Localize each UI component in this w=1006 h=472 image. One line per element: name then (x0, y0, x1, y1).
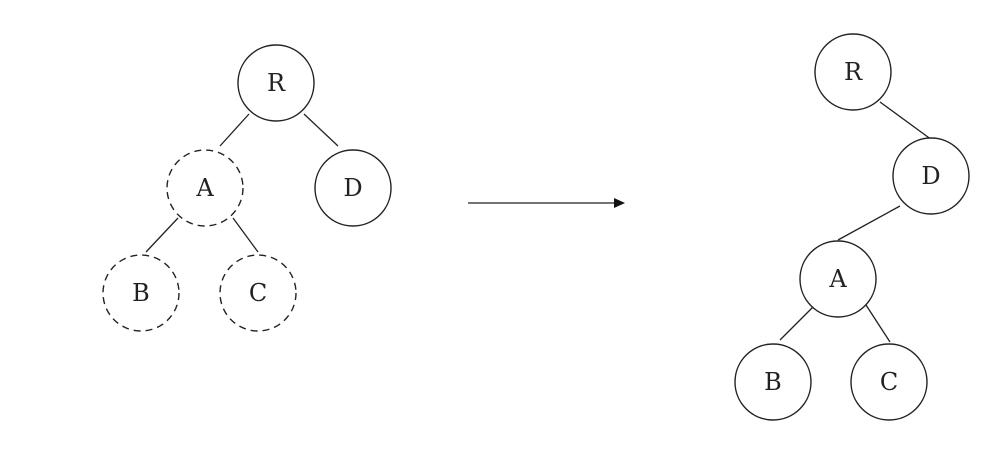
before-node-b: B (102, 254, 180, 332)
before-node-r: R (237, 44, 315, 122)
after-node-c-label: C (880, 368, 898, 396)
after-node-d: D (892, 137, 970, 215)
before-node-d: D (314, 149, 392, 227)
before-node-c-label: C (249, 279, 267, 307)
transform-arrow (468, 198, 625, 208)
after-tree: R D A B C (734, 33, 970, 421)
after-node-a-label: A (828, 265, 847, 293)
before-edge-r-d (303, 113, 339, 147)
after-edge-a-b (779, 304, 816, 341)
before-node-a-label: A (195, 174, 214, 202)
after-edge-d-a (837, 205, 901, 241)
after-node-c: C (850, 343, 928, 421)
after-node-d-label: D (921, 162, 940, 190)
after-edge-a-c (865, 304, 891, 343)
before-node-r-label: R (267, 69, 286, 97)
before-node-a: A (166, 149, 244, 227)
before-edge-a-b (145, 217, 179, 253)
before-node-d-label: D (343, 174, 362, 202)
before-edge-a-c (232, 217, 259, 253)
after-node-r-label: R (844, 58, 863, 86)
after-node-b-label: B (764, 368, 782, 396)
arrow-head (614, 198, 625, 208)
before-node-c: C (219, 254, 297, 332)
after-node-b: B (734, 343, 812, 421)
before-node-b-label: B (132, 279, 150, 307)
before-tree: R A D B C (102, 44, 392, 332)
after-edge-r-d (879, 101, 933, 141)
after-node-r: R (814, 33, 892, 111)
before-edge-r-a (219, 113, 250, 147)
after-node-a: A (799, 240, 877, 318)
